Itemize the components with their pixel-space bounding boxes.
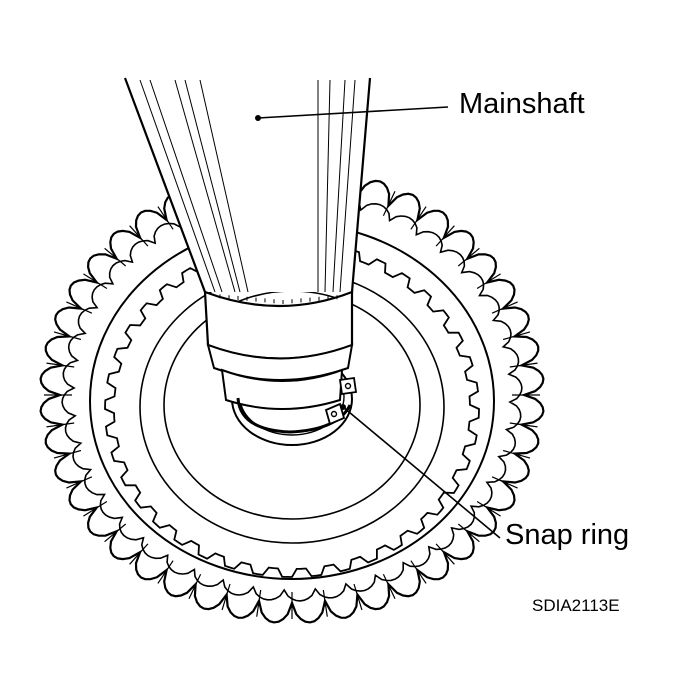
gear-tooth-flank	[104, 247, 127, 267]
gear-tooth-flank	[46, 362, 75, 368]
gear-tooth-flank	[382, 190, 396, 217]
snap-ring-label: Snap ring	[505, 519, 630, 551]
gear-tooth-flank	[435, 225, 455, 247]
shaft-spline-line	[149, 79, 223, 293]
gear-tooth-flank	[157, 560, 174, 584]
gear-tooth-flank	[491, 301, 518, 314]
mainshaft-shaft	[123, 77, 372, 410]
gear-tooth-flank	[256, 589, 262, 617]
shaft-body	[125, 78, 370, 292]
gear-tooth-flank	[457, 247, 480, 267]
gear-tooth-flank	[322, 589, 328, 617]
leader-lines	[255, 106, 501, 539]
gear-tooth-flank	[410, 560, 427, 584]
shaft-right-edge	[350, 77, 372, 293]
shaft-spline-line	[199, 79, 249, 293]
snap-ring-hole-2	[344, 382, 352, 390]
gear-tooth-flank	[476, 273, 501, 290]
shaft-spline-line	[324, 79, 331, 293]
mainshaft-label: Mainshaft	[459, 88, 585, 120]
gear-tooth-flank	[53, 331, 82, 341]
gear-tooth-flank	[46, 422, 75, 428]
gear-tooth-flank	[509, 422, 538, 428]
shaft-spline-line	[332, 79, 346, 293]
gear-tooth-flank	[83, 500, 108, 517]
gear-tooth-flank	[221, 583, 231, 611]
gear-tooth-flank	[476, 500, 501, 517]
gear-tooth-flank	[353, 583, 363, 611]
figure-code-label: SDIA2113E	[532, 596, 620, 615]
mainshaft-leader-line	[257, 106, 449, 119]
gear-inner-wave	[61, 188, 523, 602]
shaft-spline-line	[339, 79, 356, 293]
gear-tooth-flank	[410, 206, 427, 230]
snap-ring-leader-dot	[340, 404, 346, 410]
gear-tooth-flank	[457, 523, 480, 543]
gear-tooth-flank	[53, 449, 82, 459]
shaft-spline-line	[174, 79, 236, 293]
shaft-left-edge	[123, 77, 207, 293]
gear-tooth-flank	[129, 225, 149, 247]
mainshaft-leader-dot	[255, 115, 261, 121]
gear-tooth-flank	[157, 206, 174, 230]
shaft-spline-line	[184, 79, 241, 293]
gear-tooth-flank	[129, 543, 149, 565]
gear-tooth-flank	[502, 331, 531, 341]
gear-tooth-flank	[188, 573, 202, 600]
snap-ring-hole-1	[330, 410, 338, 418]
gear-tooth-flank	[66, 301, 93, 314]
snap-ring	[236, 376, 358, 434]
gear-tooth-flank	[104, 523, 127, 543]
gear-tooth-flank	[509, 362, 538, 368]
gear-tooth-flank	[491, 476, 518, 489]
gear-tooth-flank	[435, 543, 455, 565]
gear-tooth-flank	[66, 476, 93, 489]
gear-tooth-flank	[83, 273, 108, 290]
shaft-spline-line	[139, 79, 216, 293]
gear-tooth-flank	[502, 449, 531, 459]
gear-tooth-flank	[382, 573, 396, 600]
snap-ring-leader-line	[342, 406, 501, 539]
